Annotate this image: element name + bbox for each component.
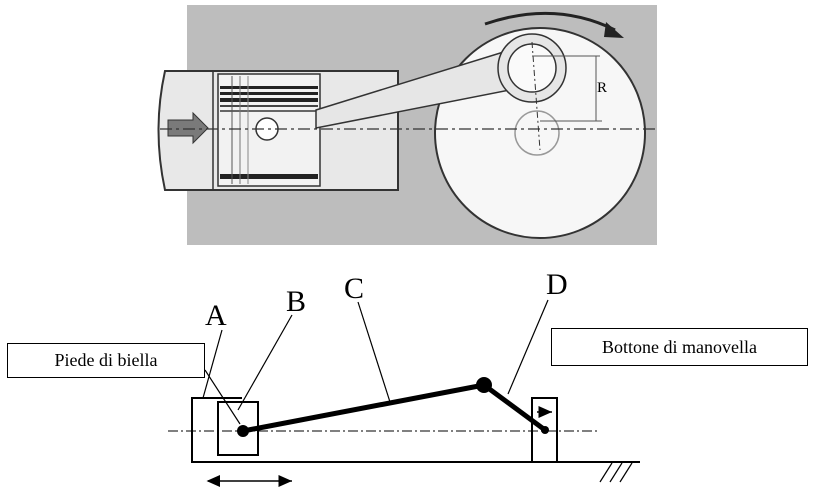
hatch-ground-icon	[599, 462, 633, 483]
small-end-joint	[237, 425, 249, 437]
frame	[191, 397, 640, 463]
connecting-rod-link	[242, 382, 485, 434]
block-arrow-icon	[167, 111, 209, 145]
crank-pin	[507, 43, 557, 93]
connecting-rod	[315, 33, 567, 129]
leader-c	[357, 301, 391, 403]
leader-a	[202, 329, 223, 399]
piston-crank-photo: R	[157, 5, 657, 245]
label-b: B	[286, 285, 306, 318]
callout-small-end: Piede di biella	[7, 343, 205, 378]
piston	[217, 73, 321, 187]
radius-label: R	[597, 80, 607, 96]
label-c: C	[344, 272, 364, 305]
crank-shaft	[514, 110, 560, 156]
leader-b	[237, 314, 293, 411]
crank-axis	[541, 426, 549, 434]
crank-support	[531, 397, 558, 462]
crank-pin-joint	[476, 377, 492, 393]
leader-d	[507, 299, 549, 395]
callout-crank-pin: Bottone di manovella	[551, 328, 808, 366]
label-a: A	[205, 299, 227, 332]
label-d: D	[546, 268, 568, 301]
curved-arrow-icon	[484, 11, 616, 32]
slider-crank-schematic: A B C D	[168, 268, 640, 487]
crank-link	[482, 382, 547, 433]
leader-small-end	[204, 369, 241, 425]
